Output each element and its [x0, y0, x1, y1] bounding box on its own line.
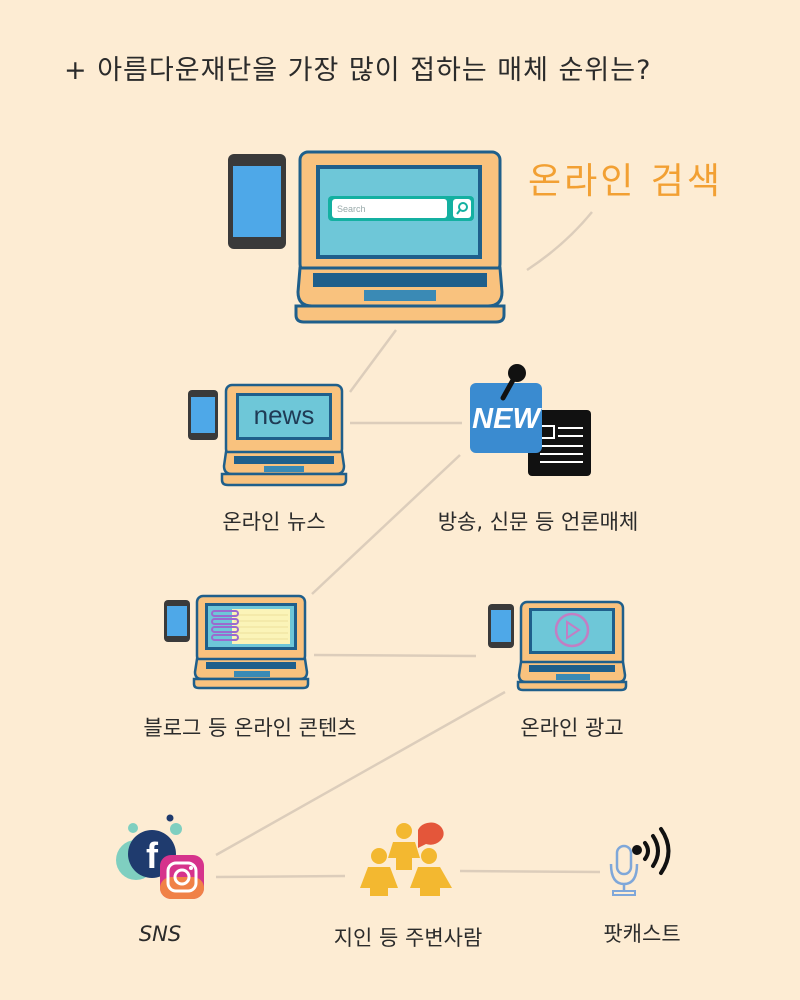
laptop-search-icon: Search: [228, 150, 506, 324]
newspaper-microphone-icon: NEW: [470, 364, 591, 476]
label-sns: SNS: [138, 922, 182, 946]
laptop-video-ad-icon: [488, 600, 628, 692]
news-screen-text: news: [254, 400, 315, 430]
label-online-news: 온라인 뉴스: [222, 510, 326, 534]
connector-4-5: [313, 653, 477, 658]
label-podcast: 팟캐스트: [603, 922, 681, 946]
connector-6-7: [215, 874, 346, 879]
connector-search-callout: [526, 211, 593, 272]
podcast-microphone-icon: [609, 827, 671, 896]
laptop-blog-icon: [164, 594, 310, 690]
connector-5-6: [215, 690, 506, 857]
label-press-media: 방송, 신문 등 언론매체: [437, 510, 639, 534]
label-blog-content: 블로그 등 온라인 콘텐츠: [143, 716, 357, 740]
new-badge-text: NEW: [472, 403, 542, 435]
people-group-icon: [360, 822, 452, 896]
laptop-news-icon: news: [188, 383, 348, 487]
page-title: + 아름다운재단을 가장 많이 접하는 매체 순위는?: [64, 55, 652, 86]
facebook-instagram-icon: f: [116, 814, 204, 899]
connector-1-2: [348, 329, 398, 393]
connectors: [215, 211, 601, 879]
label-acquaintances: 지인 등 주변사람: [333, 926, 483, 950]
svg-text:f: f: [146, 835, 159, 876]
connector-7-8: [459, 869, 601, 874]
search-placeholder: Search: [337, 204, 366, 214]
label-online-ad: 온라인 광고: [520, 716, 624, 740]
label-online-search: 온라인 검색: [528, 161, 724, 202]
connector-3-4: [311, 454, 461, 595]
